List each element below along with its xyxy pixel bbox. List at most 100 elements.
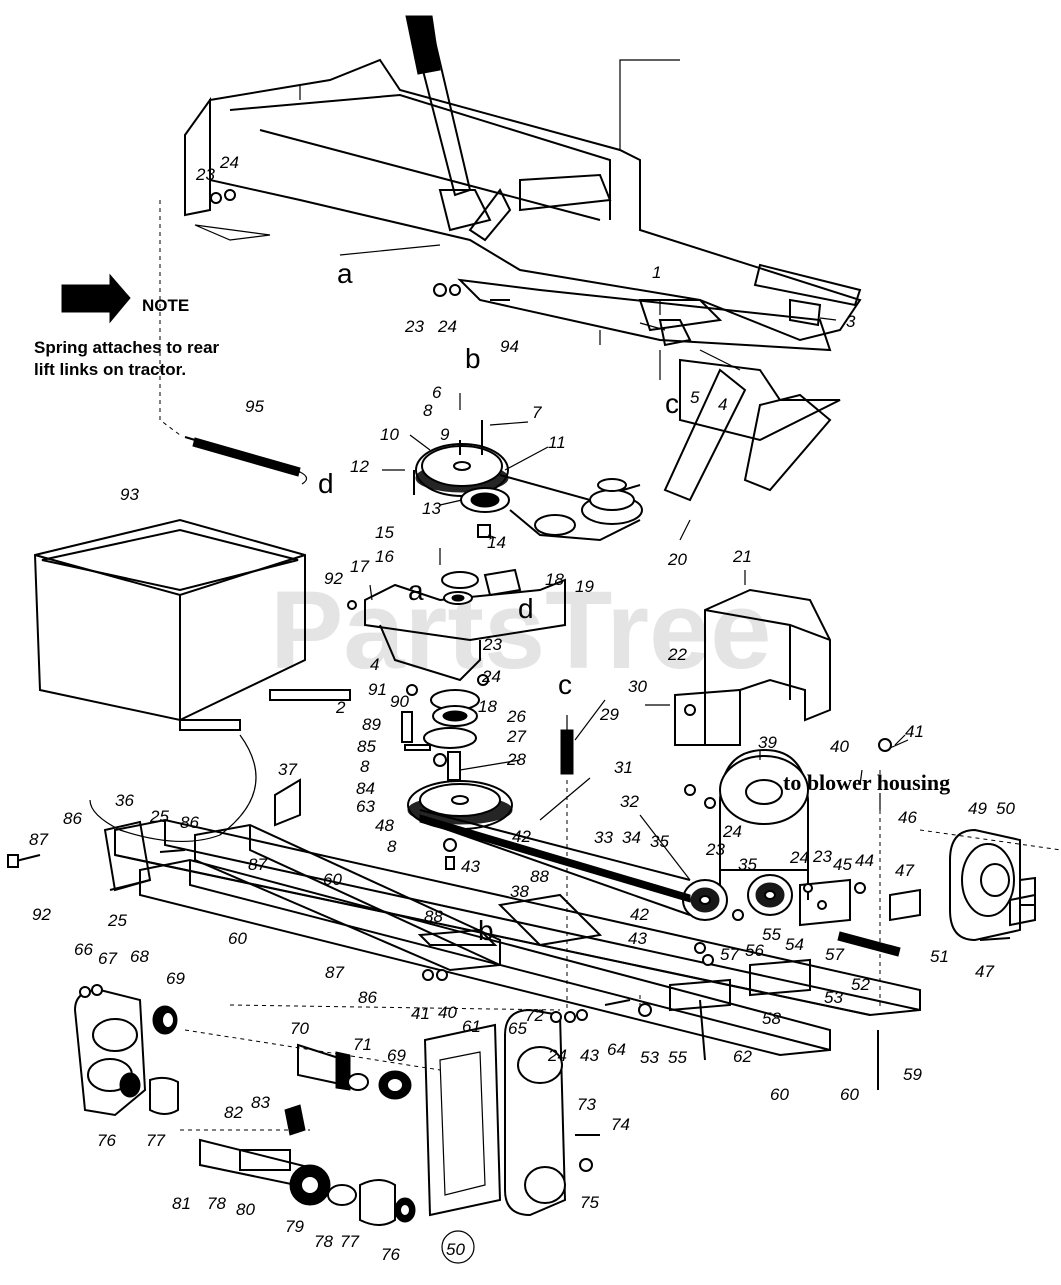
part-label-40: 40 [438,1003,457,1022]
part-label-68: 68 [130,947,149,966]
part-label-42: 42 [630,905,649,924]
part-label-18: 18 [545,570,564,589]
part-label-31: 31 [614,758,633,777]
part-label-32: 32 [620,792,639,811]
part-label-93: 93 [120,485,139,504]
lower-gearbox [73,988,600,1226]
part-label-9: 9 [440,425,450,444]
reference-letter-d: d [518,593,534,624]
part-label-84: 84 [356,779,375,798]
part-label-57: 57 [720,945,739,964]
part-label-15: 15 [375,523,394,542]
part-label-86: 86 [358,988,377,1007]
part-label-73: 73 [577,1095,596,1114]
reference-letter-a: a [408,575,424,606]
part-label-29: 29 [599,705,619,724]
part-label-13: 13 [422,499,441,518]
belt-33 [419,814,691,903]
part-label-55: 55 [668,1048,687,1067]
gearbox-plate-50 [919,828,1061,942]
washer-24-left [224,189,236,201]
washer-23-top [433,283,447,297]
part-label-74: 74 [611,1115,630,1134]
part-label-50: 50 [996,799,1015,818]
part-label-18: 18 [478,697,497,716]
part-label-78: 78 [207,1194,226,1213]
part-label-92: 92 [32,905,51,924]
part-label-58: 58 [762,1009,781,1028]
part-label-62: 62 [733,1047,752,1066]
part-label-21: 21 [732,547,752,566]
part-label-40: 40 [830,737,849,756]
part-label-83: 83 [251,1093,270,1112]
part-label-24: 24 [219,153,239,172]
part-label-92: 92 [324,569,343,588]
part-label-82: 82 [224,1103,243,1122]
part-label-60: 60 [323,870,342,889]
part-label-86: 86 [63,809,82,828]
part-label-59: 59 [903,1065,922,1084]
washer-23-left [210,192,222,204]
hopper-box-93 [33,518,351,843]
watermark-text: PartsTree [270,569,771,692]
part-label-24: 24 [722,822,742,841]
small-pulleys-35 [682,874,793,921]
part-label-1: 1 [652,263,661,282]
part-label-23: 23 [195,165,215,184]
part-label-8: 8 [387,837,397,856]
part-label-47: 47 [895,861,914,880]
note-heading: NOTE [142,296,189,315]
part-label-64: 64 [607,1040,626,1059]
washer-24-top [449,284,461,296]
part-label-24: 24 [481,667,501,686]
part-label-3: 3 [846,312,856,331]
part-label-23: 23 [482,635,502,654]
part-label-43: 43 [461,857,480,876]
part-label-12: 12 [350,457,369,476]
part-label-44: 44 [855,851,874,870]
belt-guard-21 [674,588,831,746]
part-label-26: 26 [506,707,526,726]
part-label-14: 14 [487,533,506,552]
part-label-42: 42 [512,827,531,846]
part-label-6: 6 [432,383,442,402]
part-label-53: 53 [824,988,843,1007]
part-label-49: 49 [968,799,987,818]
part-label-43: 43 [628,929,647,948]
part-label-20: 20 [667,550,687,569]
part-label-37: 37 [278,760,297,779]
part-label-63: 63 [356,797,375,816]
part-label-24: 24 [789,848,809,867]
page-ref-circle [441,1230,475,1264]
part-label-8: 8 [360,757,370,776]
spring-leader [159,200,181,436]
page-ref-number: 50 [446,1240,465,1259]
part-label-41: 41 [905,722,924,741]
part-label-10: 10 [380,425,399,444]
part-label-4: 4 [370,655,379,674]
part-label-23: 23 [812,847,832,866]
leader-lines [369,300,909,881]
part-label-47: 47 [975,962,994,981]
part-label-22: 22 [667,645,687,664]
part-label-51: 51 [930,947,949,966]
upper-pulley-group [413,420,643,542]
part-label-38: 38 [510,882,529,901]
part-label-48: 48 [375,816,394,835]
part-label-88: 88 [424,907,443,926]
part-label-91: 91 [368,680,387,699]
part-label-33: 33 [594,828,613,847]
reference-letter-b: b [478,915,494,946]
note-line-2: lift links on tractor. [34,360,186,379]
part-label-34: 34 [622,828,641,847]
part-label-69: 69 [166,969,185,988]
part-label-87: 87 [29,830,48,849]
part-label-87: 87 [248,855,267,874]
part-label-53: 53 [640,1048,659,1067]
part-label-76: 76 [97,1131,116,1150]
part-label-90: 90 [390,692,409,711]
part-label-57: 57 [825,945,844,964]
spring-95 [192,437,301,477]
part-label-76: 76 [381,1245,400,1264]
part-label-30: 30 [628,677,647,696]
